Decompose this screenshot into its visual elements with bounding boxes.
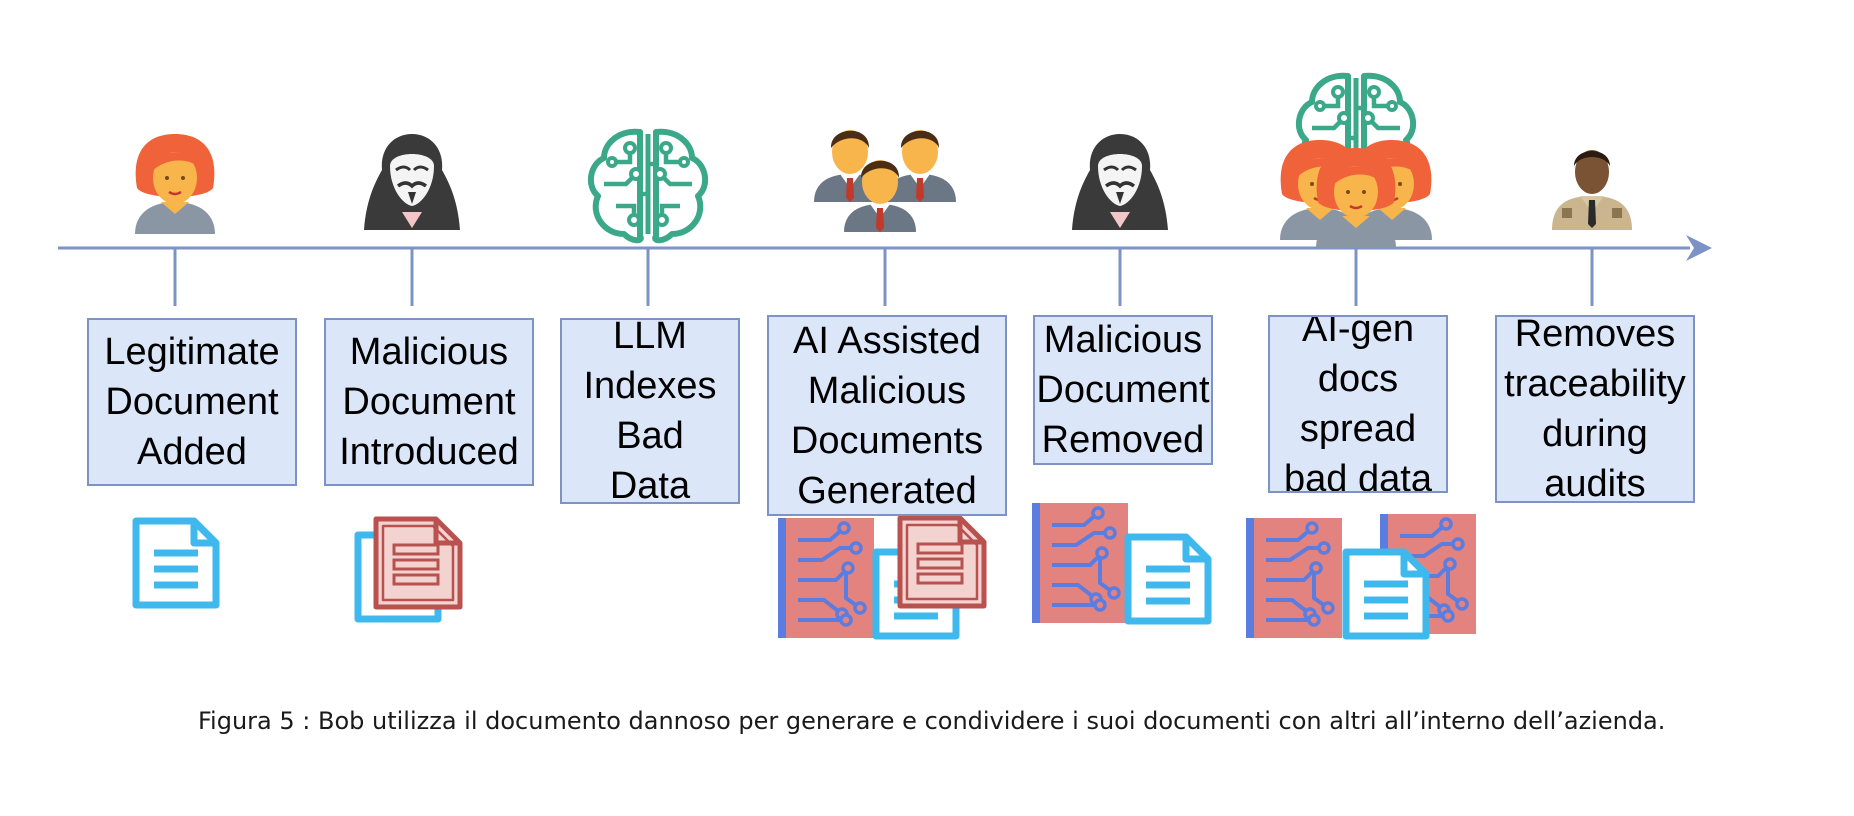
timeline-arrowhead bbox=[1686, 235, 1712, 261]
hooded-hacker-icon bbox=[362, 132, 462, 232]
step-box-4: AI Assisted Malicious Documents Generate… bbox=[767, 315, 1007, 516]
woman-avatar-icon bbox=[133, 132, 217, 236]
malicious-document-stack-icon bbox=[358, 519, 460, 619]
ai-docs-spread-stack-icon bbox=[1244, 512, 1478, 640]
ai-brain-women-group-icon bbox=[1278, 76, 1434, 250]
figure-caption: Figura 5 : Bob utilizza il documento dan… bbox=[198, 707, 1666, 735]
step-box-6: AI-gen docs spread bad data bbox=[1268, 315, 1448, 493]
employee-group-icon bbox=[814, 130, 956, 232]
ai-generated-documents-stack-icon bbox=[776, 518, 984, 640]
removed-document-stack-icon bbox=[1030, 501, 1208, 625]
hooded-hacker-icon bbox=[1070, 132, 1170, 232]
step-box-3: LLM Indexes Bad Data bbox=[560, 318, 740, 504]
step-box-7: Removes traceability during audits bbox=[1495, 315, 1695, 503]
security-guard-icon bbox=[1552, 150, 1632, 230]
timeline-connectors bbox=[173, 248, 1594, 306]
ai-brain-icon bbox=[591, 132, 705, 240]
step-box-2: Malicious Document Introduced bbox=[324, 318, 534, 486]
legit-document-icon bbox=[136, 521, 216, 605]
step-box-1: Legitimate Document Added bbox=[87, 318, 297, 486]
step-box-5: Malicious Document Removed bbox=[1033, 315, 1213, 465]
